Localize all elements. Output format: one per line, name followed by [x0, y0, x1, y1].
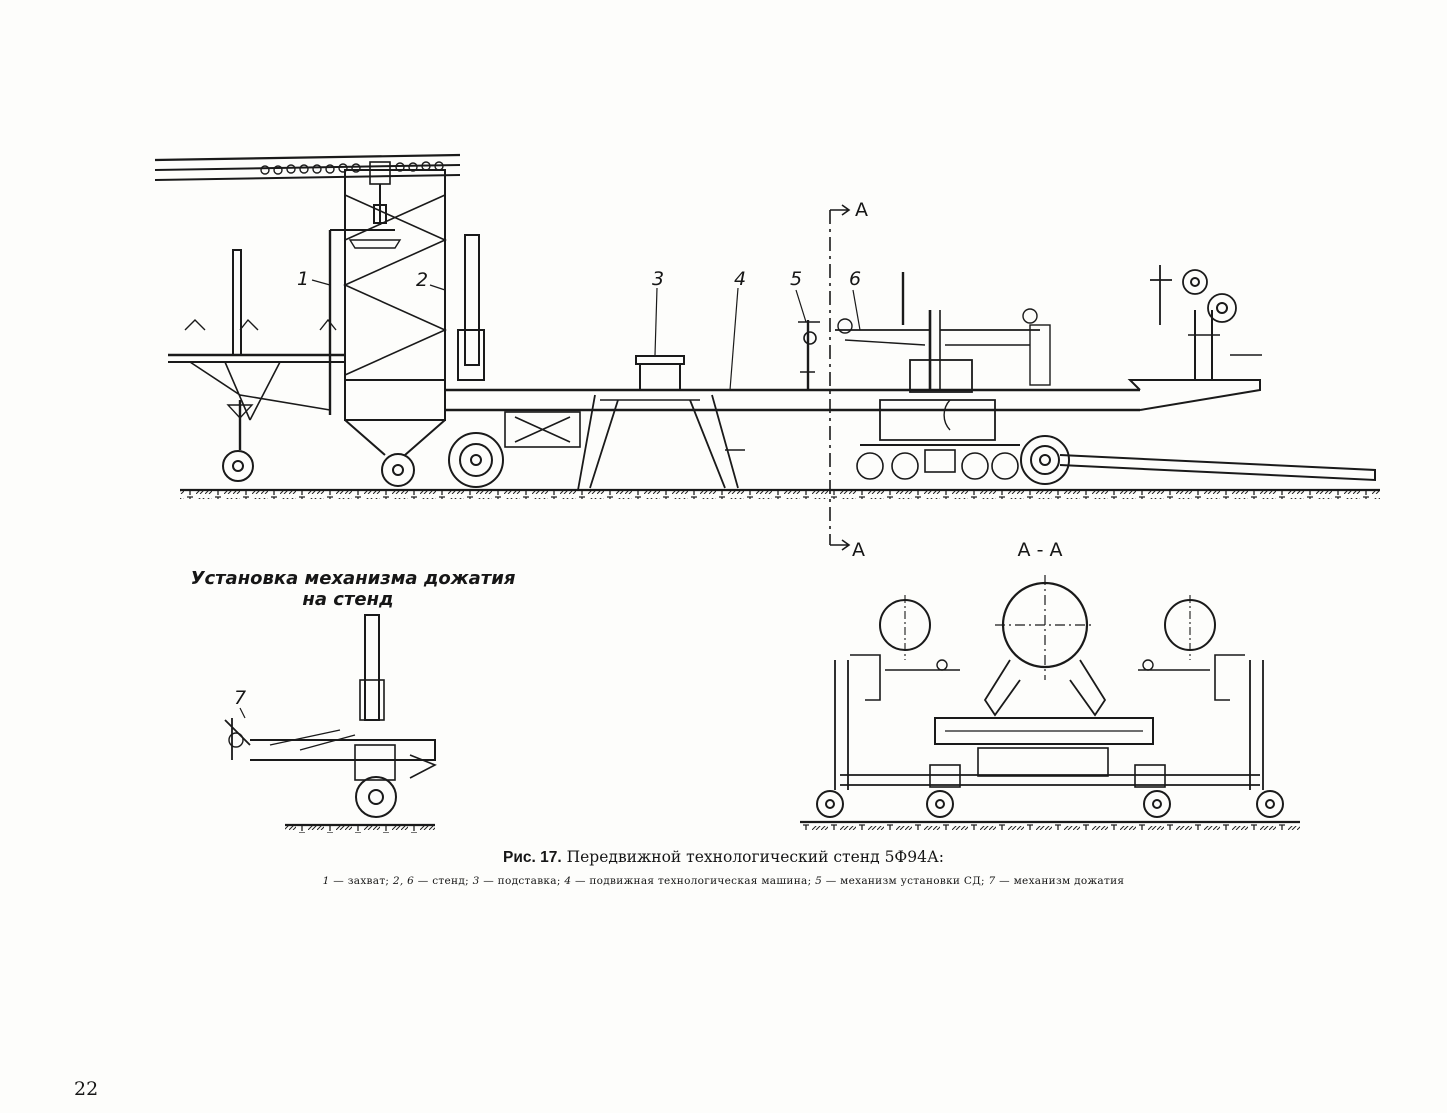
- section-marker-bottom: А: [852, 539, 865, 561]
- crane-boom: [154, 153, 461, 225]
- legend-key-4: 4: [564, 875, 572, 887]
- figure-caption-title: Рис. 17. Передвижной технологический сте…: [0, 848, 1447, 867]
- figure-title: Передвижной технологический стенд 5Ф94А:: [566, 848, 944, 866]
- ground-hatch: [180, 491, 1380, 499]
- legend-text-1: — захват;: [333, 875, 390, 887]
- stand-6: [835, 272, 1051, 480]
- main-view-labels: 1 2 3 4 5 6 А А: [297, 199, 868, 561]
- label-5: 5: [790, 268, 802, 290]
- legend-key-6: 7: [988, 875, 996, 887]
- left-platform: [168, 249, 345, 482]
- legend-text-6: — механизм дожатия: [999, 875, 1125, 887]
- label-7: 7: [234, 687, 246, 709]
- inset-drawing: [224, 614, 437, 833]
- main-side-view: [154, 153, 1380, 551]
- legend-text-4: — подвижная технологическая машина;: [574, 875, 812, 887]
- right-end-unit: [1150, 265, 1262, 381]
- figure-number: Рис. 17.: [503, 849, 562, 866]
- label-2: 2: [416, 269, 428, 291]
- inset-title-line2: на стенд: [302, 589, 393, 610]
- label-6: 6: [849, 268, 861, 290]
- page-number: 22: [74, 1078, 99, 1100]
- legend-key-2: 2, 6: [392, 875, 415, 887]
- technological-machine-frame: [445, 379, 1376, 488]
- trestle-stand: [577, 355, 745, 491]
- section-marker-top: А: [855, 199, 868, 221]
- section-view-a-a: [800, 575, 1300, 830]
- legend-text-5: — механизм установки СД;: [825, 875, 985, 887]
- legend-text-2: — стенд;: [417, 875, 469, 887]
- section-view-labels: А - А: [1018, 539, 1063, 561]
- mechanism-5: [798, 320, 820, 390]
- figure-legend: 1 — захват; 2, 6 — стенд; 3 — подставка;…: [0, 875, 1447, 887]
- label-4: 4: [734, 268, 746, 290]
- section-view-title: А - А: [1018, 539, 1063, 561]
- inset-title-line1: Установка механизма дожатия: [191, 568, 516, 589]
- legend-key-3: 3: [472, 875, 480, 887]
- inset-labels: Установка механизма дожатия на стенд 7: [191, 568, 516, 709]
- legend-key-1: 1: [322, 875, 330, 887]
- label-1: 1: [297, 268, 309, 290]
- label-3: 3: [652, 268, 664, 290]
- label-leaders: [311, 279, 861, 391]
- section-line-a: [829, 204, 851, 551]
- legend-key-5: 5: [815, 875, 823, 887]
- legend-text-3: — подставка;: [483, 875, 561, 887]
